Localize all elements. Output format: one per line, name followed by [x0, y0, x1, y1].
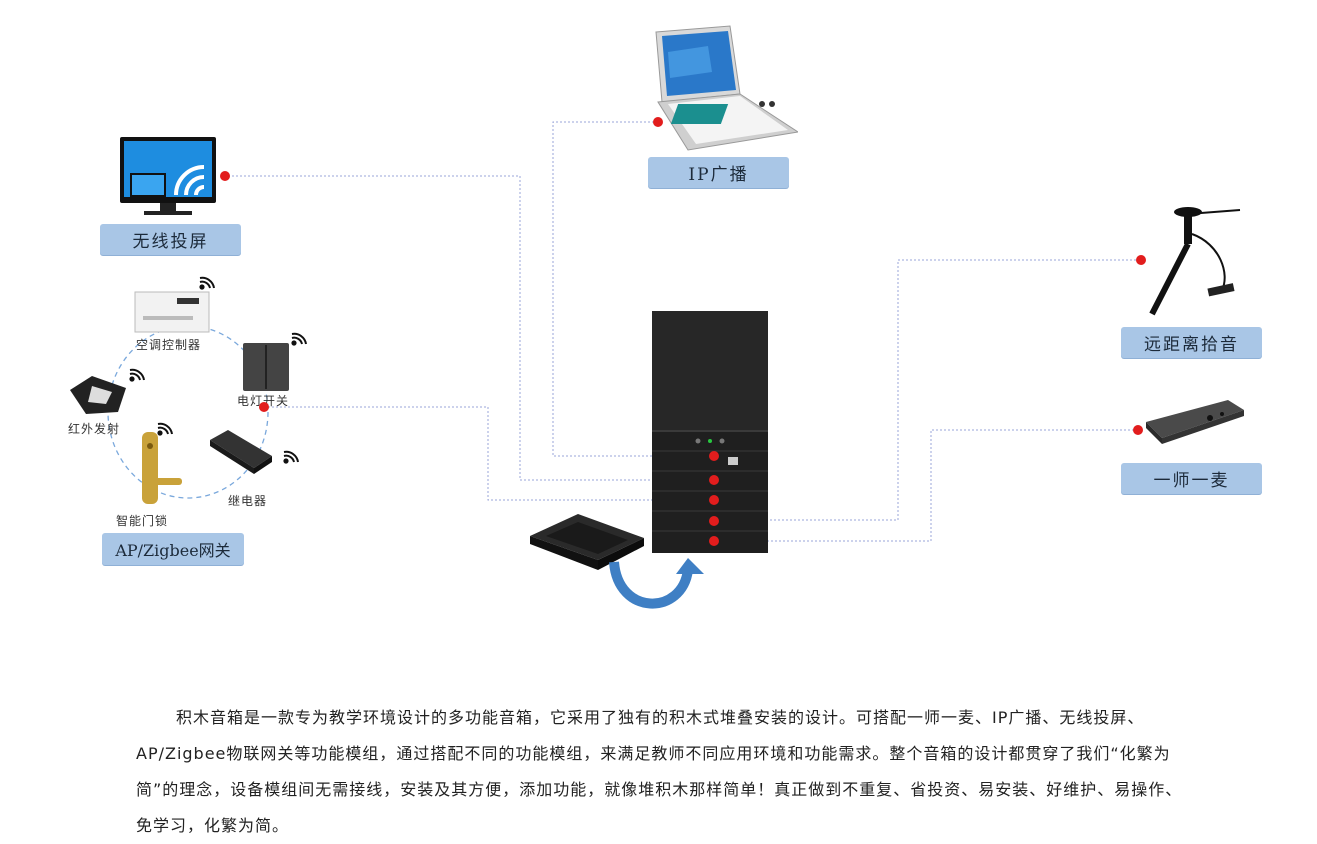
speaker-port-1: [709, 451, 719, 461]
ac-controller-label: 空调控制器: [136, 338, 202, 352]
relay-icon: [208, 428, 274, 476]
ac-controller-icon: [133, 290, 211, 336]
gateway-connector: [259, 402, 269, 412]
light-switch-label: 电灯开关: [237, 394, 290, 408]
one-teacher-one-mic-label: 一师一麦: [1121, 463, 1262, 494]
gooseneck-mic-icon: [1140, 204, 1244, 322]
description-paragraph: 积木音箱是一款专为教学环境设计的多功能音箱，它采用了独有的积木式堆叠安装的设计。…: [136, 700, 1196, 844]
arrow-icon: [608, 556, 712, 612]
ip-broadcast-connector: [653, 117, 663, 127]
base-tray-icon: [528, 512, 646, 572]
wireless-projection-connector: [220, 171, 230, 181]
description-text: 积木音箱是一款专为教学环境设计的多功能音箱，它采用了独有的积木式堆叠安装的设计。…: [136, 708, 1183, 835]
ip-broadcast-label: IP广播: [648, 157, 789, 188]
speaker-port-2: [709, 475, 719, 485]
relay-label: 继电器: [228, 494, 268, 508]
ir-emitter-label: 红外发射: [68, 422, 121, 436]
gateway-label: AP/Zigbee网关: [102, 533, 244, 565]
one-teacher-one-mic-connector: [1133, 425, 1143, 435]
wifi-icon: [129, 368, 145, 382]
light-switch-icon: [242, 342, 290, 392]
speaker-port-5: [709, 536, 719, 546]
wifi-icon: [283, 450, 299, 464]
wireless-mic-icon: [1144, 396, 1248, 448]
console-icon: [648, 22, 800, 152]
monitor-icon: [116, 135, 220, 217]
far-field-pickup-connector: [1136, 255, 1146, 265]
wifi-icon: [199, 276, 215, 290]
speaker-icon: [652, 311, 768, 553]
far-field-pickup-label: 远距离拾音: [1121, 327, 1262, 358]
ir-emitter-icon: [66, 372, 130, 416]
smart-lock-icon: [136, 430, 184, 506]
wifi-icon: [157, 422, 173, 436]
smart-lock-label: 智能门锁: [116, 514, 169, 528]
wifi-icon: [291, 332, 307, 346]
wireless-projection-label: 无线投屏: [100, 224, 241, 255]
speaker-port-3: [709, 495, 719, 505]
speaker-port-4: [709, 516, 719, 526]
